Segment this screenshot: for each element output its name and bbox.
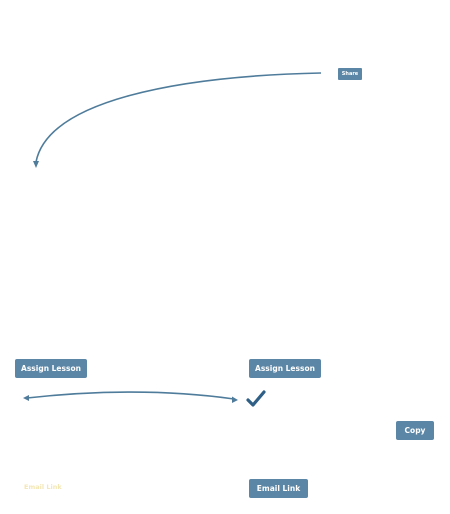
share-button[interactable]: Share: [338, 68, 362, 80]
assign-lesson-button-left[interactable]: Assign Lesson: [15, 359, 87, 378]
email-link-button[interactable]: Email Link: [249, 479, 308, 498]
copy-button[interactable]: Copy: [396, 421, 434, 440]
curved-arrow-icon: [33, 72, 322, 168]
assign-lesson-button-right[interactable]: Assign Lesson: [249, 359, 321, 378]
checkmark-icon: [246, 390, 266, 407]
double-arrow-icon: [23, 391, 238, 403]
faded-email-link-label: Email Link: [24, 483, 62, 491]
